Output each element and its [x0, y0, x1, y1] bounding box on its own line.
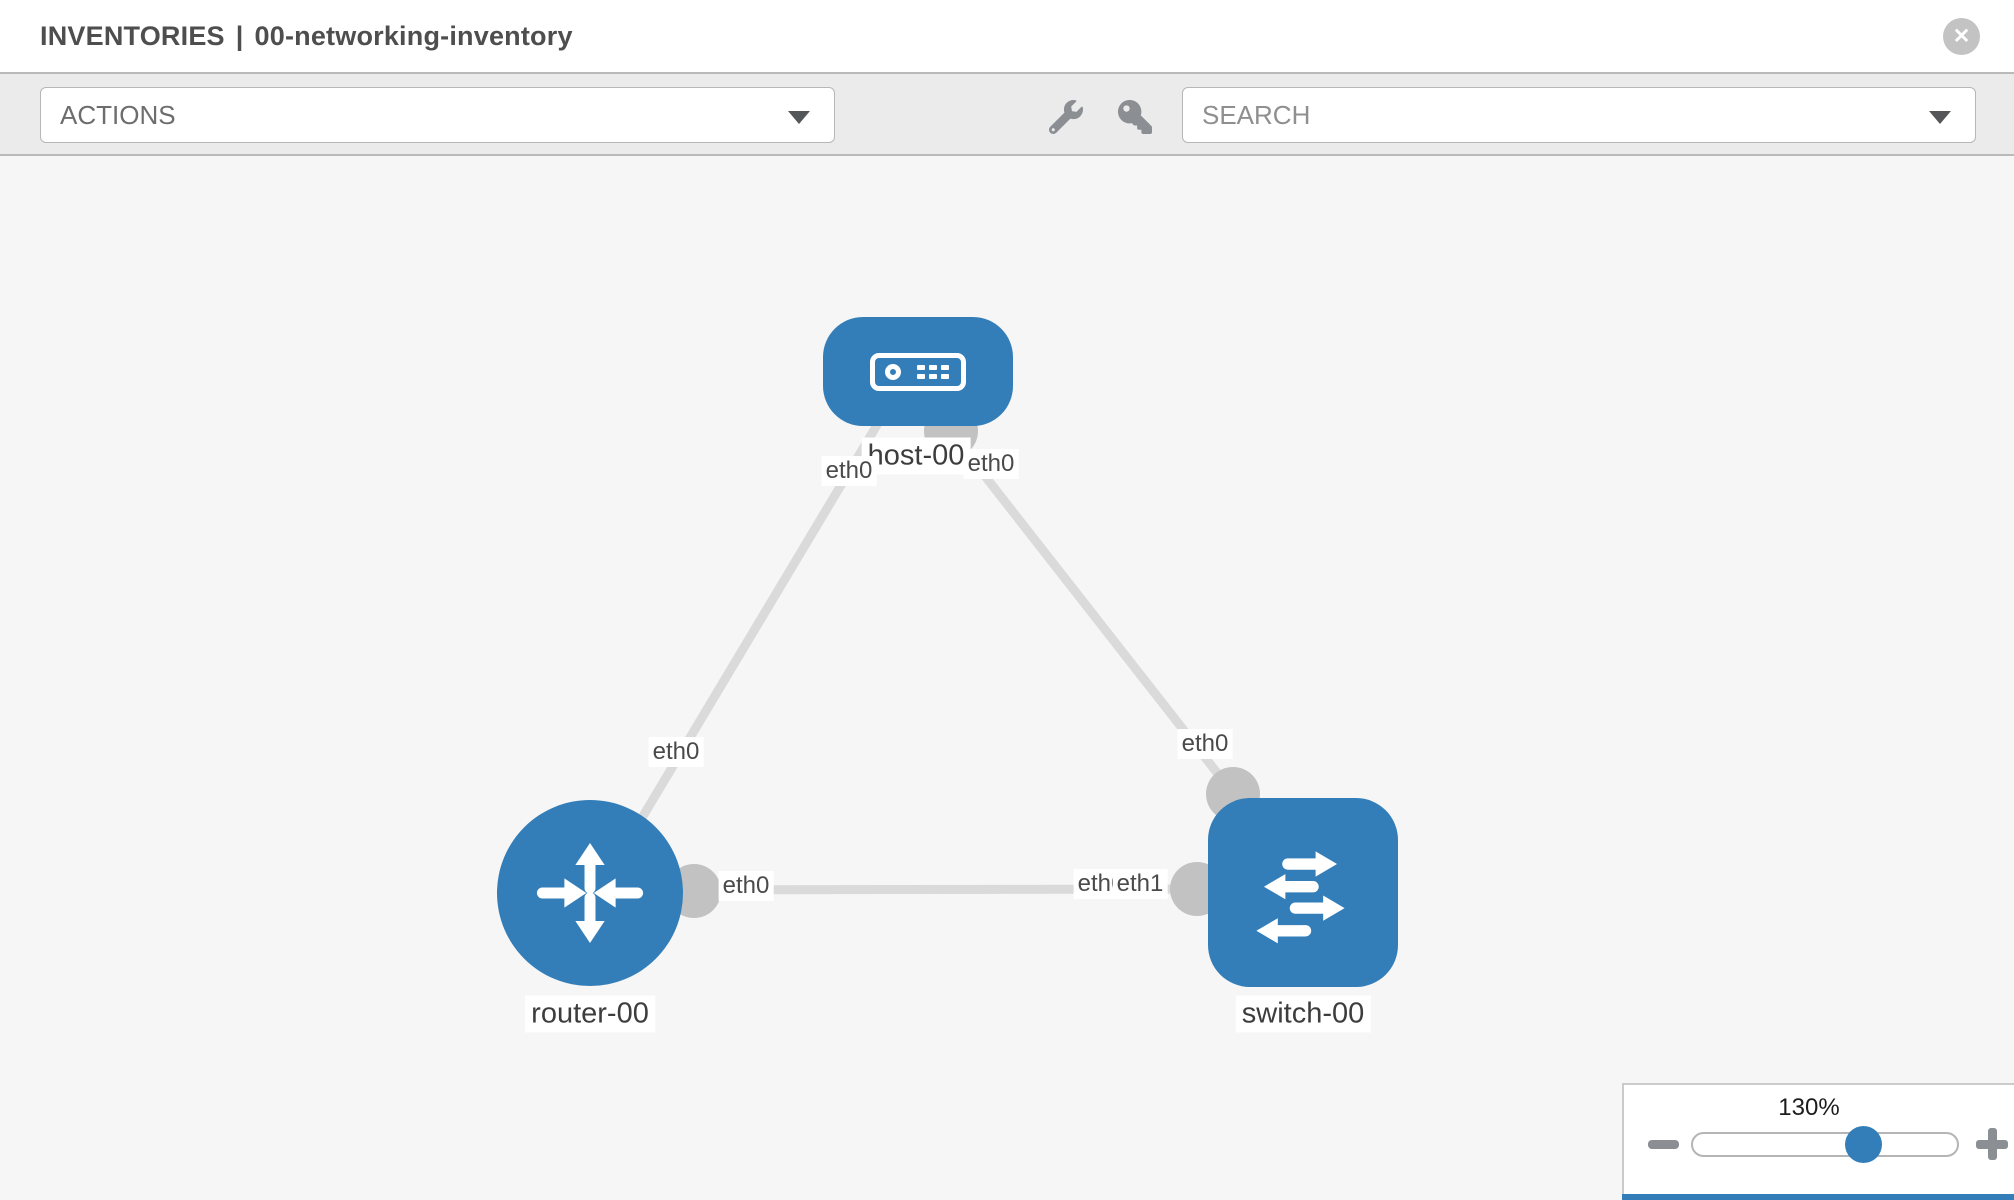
toolbar: ACTIONS SEARCH: [0, 72, 2014, 156]
switch-icon: [1256, 850, 1345, 943]
iface-label-router-eth0-uplink: eth0: [648, 737, 704, 767]
search-dropdown[interactable]: SEARCH: [1182, 87, 1976, 143]
iface-label-host-eth0-left: eth0: [821, 456, 877, 486]
node-label-host: host-00: [861, 437, 971, 475]
search-placeholder: SEARCH: [1202, 99, 1311, 130]
node-label-switch: switch-00: [1235, 995, 1371, 1033]
zoom-in-button[interactable]: [1974, 1126, 2010, 1162]
credentials-button[interactable]: [1116, 98, 1154, 136]
chevron-down-icon: [788, 111, 810, 124]
node-host-00[interactable]: [823, 317, 1013, 426]
bottom-accent-strip: [1622, 1194, 2014, 1200]
breadcrumb-separator: |: [235, 20, 244, 51]
zoom-out-button[interactable]: [1648, 1140, 1679, 1149]
node-router-00[interactable]: [497, 800, 683, 986]
host-icon: [870, 352, 966, 391]
zoom-slider-track[interactable]: [1691, 1132, 1959, 1157]
iface-label-switch-eth1: eth1: [1112, 869, 1168, 899]
iface-label-host-eth0-right: eth0: [963, 449, 1019, 479]
zoom-slider-thumb[interactable]: [1845, 1126, 1882, 1163]
close-icon: ✕: [1952, 25, 1971, 48]
router-icon: [536, 842, 644, 944]
header-bar: INVENTORIES | 00-networking-inventory ✕: [0, 0, 2014, 72]
iface-label-router-eth0: eth0: [718, 871, 774, 901]
page-title: INVENTORIES | 00-networking-inventory: [40, 0, 573, 72]
topology-canvas[interactable]: host-00 router-00 switch-00 eth0 eth0 et…: [0, 156, 2014, 1200]
zoom-level: 130%: [1778, 1094, 1840, 1121]
close-button[interactable]: ✕: [1943, 18, 1980, 55]
key-icon: [1118, 100, 1152, 134]
actions-dropdown[interactable]: ACTIONS: [40, 87, 835, 143]
tools-button[interactable]: [1047, 98, 1085, 136]
zoom-widget: 130%: [1622, 1083, 2014, 1200]
links-layer: [593, 404, 1260, 918]
wrench-icon: [1049, 100, 1083, 134]
inventory-name: 00-networking-inventory: [254, 20, 573, 51]
iface-label-switch-eth0: eth0: [1177, 729, 1233, 759]
actions-dropdown-label: ACTIONS: [60, 99, 176, 130]
chevron-down-icon: [1929, 111, 1951, 124]
node-switch-00[interactable]: [1208, 798, 1398, 987]
node-label-router: router-00: [525, 995, 655, 1033]
breadcrumb-section: INVENTORIES: [40, 20, 225, 51]
